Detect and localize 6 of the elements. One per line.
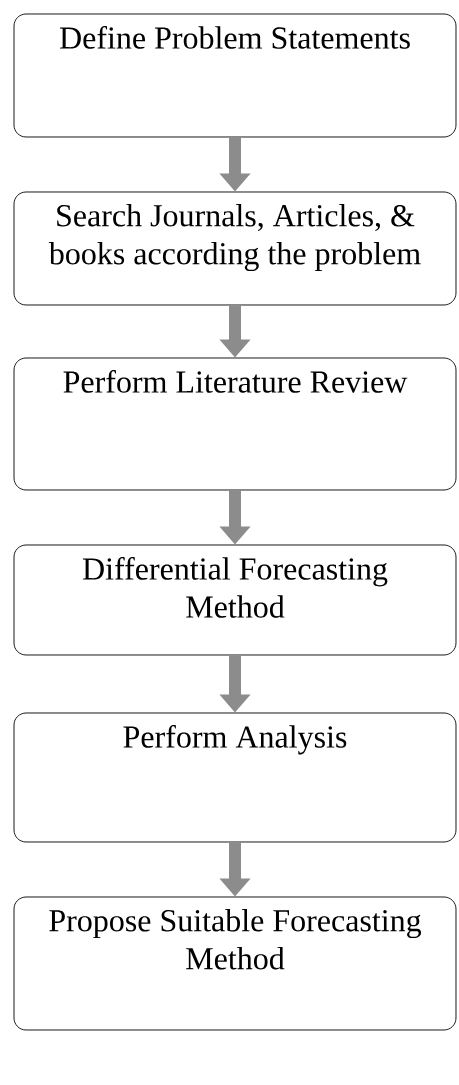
process-box: Differential Forecasting Method [13,544,457,656]
process-box: Search Journals, Articles, & books according the problem [13,191,457,306]
process-box: Perform Analysis [13,712,457,843]
process-box: Propose Suitable Forecasting Method [13,896,457,1031]
process-box: Define Problem Statements [13,13,457,138]
process-box: Perform Literature Review [13,357,457,491]
